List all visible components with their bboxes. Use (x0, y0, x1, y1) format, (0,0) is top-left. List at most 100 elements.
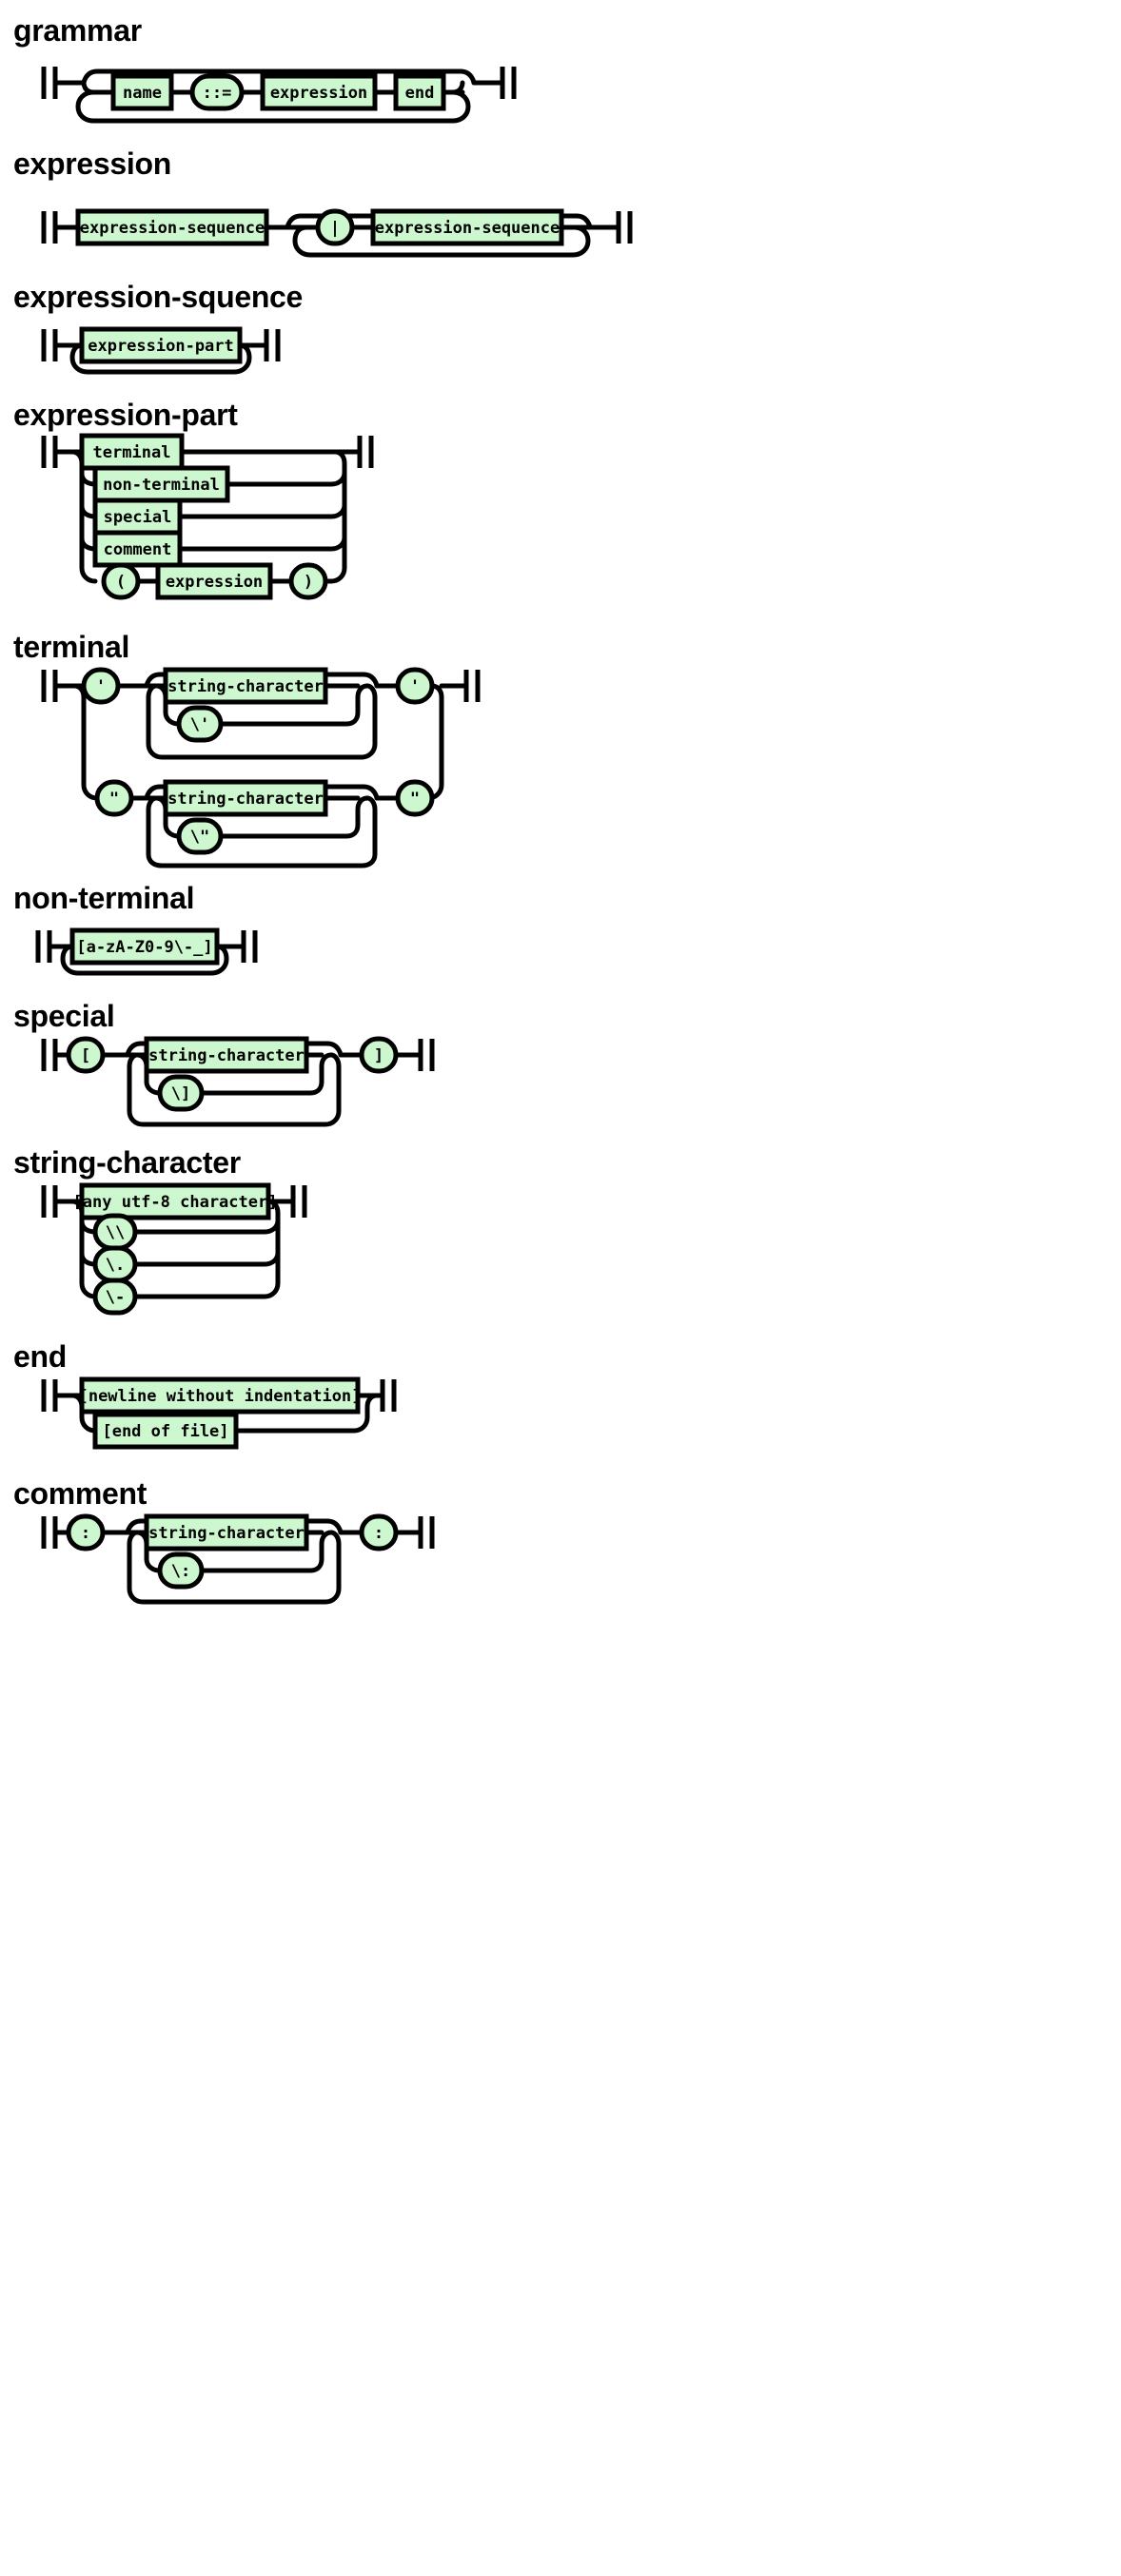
track-repeat-loop (127, 1052, 342, 1127)
end-endcap (418, 1516, 435, 1549)
diagram-terminal: ' string-character \' ' (0, 667, 1121, 868)
railroad-svg-terminal: ' string-character \' ' (41, 667, 481, 868)
node-string-character-label: string-character (148, 1046, 305, 1065)
rule-title-special: special (13, 999, 115, 1033)
node-quote-close-double[interactable] (395, 779, 435, 817)
node-quote-close-double-label: " (410, 790, 420, 809)
track-row2-join (233, 1393, 380, 1434)
node-expression-sequence-1-label: expression-sequence (80, 219, 265, 238)
node-escaped-backslash-label: \\ (106, 1223, 125, 1242)
node-non-terminal-label: non-terminal (103, 476, 220, 495)
railroad-svg-expression-squence: expression-part (41, 326, 281, 375)
node-escaped-rbracket-label: \] (171, 1084, 190, 1103)
track-branch-spine (69, 449, 98, 584)
railroad-svg-end: [newline without indentation] [end of fi… (41, 1376, 397, 1450)
node-lparen-label: ( (116, 573, 126, 592)
diagram-expression: expression-sequence | expression-sequenc… (0, 185, 1121, 266)
railroad-svg-expression: expression-sequence | expression-sequenc… (41, 208, 633, 258)
track-row2-out (225, 470, 347, 487)
track-choice-join (199, 1052, 334, 1096)
node-string-character[interactable] (144, 1513, 309, 1551)
rule-title-terminal: terminal (13, 630, 130, 664)
track-a1-choice-spine (153, 683, 182, 727)
rule-title-expression-squence: expression-squence (13, 280, 304, 314)
node-string-character-1[interactable] (163, 667, 328, 705)
diagram-expression-squence: expression-part (0, 318, 1121, 384)
node-end-of-file-label: [end of file] (102, 1422, 228, 1441)
node-comment-label: comment (104, 540, 172, 559)
node-assign-label: ::= (203, 84, 232, 103)
track-a2-repeat (146, 795, 378, 868)
railroad-svg-non-terminal: [a-zA-Z0-9\-_] (35, 927, 258, 976)
diagram-string-character: [any utf-8 character] \\ \. \- (0, 1182, 1121, 1326)
node-end[interactable] (393, 73, 446, 111)
track-choice-spine (134, 1052, 163, 1096)
track-join-spine (425, 683, 444, 801)
node-quote-close-single[interactable] (395, 667, 435, 705)
rule-title-grammar: grammar (13, 13, 142, 48)
end-endcap (380, 1379, 397, 1412)
railroad-svg-comment: : string-character \: : (41, 1513, 435, 1605)
track-a1-repeat (146, 683, 378, 760)
node-terminal-label: terminal (93, 443, 171, 462)
node-colon-open-label: : (81, 1524, 90, 1543)
rule-title-end: end (13, 1339, 67, 1374)
diagram-special: [ string-character \] ] (0, 1036, 1121, 1132)
diagram-grammar: name ::= expression end (0, 51, 1121, 133)
rule-expression: expression expression-sequence | express… (0, 133, 1121, 266)
end-endcap (264, 329, 281, 361)
rule-expression-squence: expression-squence expression-part (0, 266, 1121, 384)
node-expression-part[interactable] (79, 326, 243, 364)
node-end-label: end (405, 84, 435, 103)
end-endcap (418, 1039, 435, 1071)
node-escaped-double-quote-label: \" (190, 828, 209, 847)
node-expression-group-label: expression (166, 573, 263, 592)
rule-grammar: grammar n (0, 0, 1121, 133)
track-a2-choice-join (218, 795, 370, 839)
track-repeat-loop (69, 342, 252, 375)
track-repeat-loop (292, 224, 591, 258)
node-terminal[interactable] (79, 433, 185, 471)
node-lbracket-label: [ (81, 1046, 90, 1065)
node-string-character-1-label: string-character (167, 677, 324, 696)
rule-title-non-terminal: non-terminal (13, 881, 195, 915)
railroad-svg-string-character: [any utf-8 character] \\ \. \- (41, 1182, 307, 1316)
diagram-comment: : string-character \: : (0, 1513, 1121, 1619)
track-row4-out (177, 535, 347, 552)
track-alt-spine (71, 683, 100, 801)
node-escaped-dot-label: \. (106, 1256, 125, 1275)
node-string-character-label: string-character (148, 1524, 305, 1543)
rule-expression-part: expression-part terminal non-terminal (0, 384, 1121, 616)
node-newline-without-indentation[interactable] (79, 1376, 361, 1415)
track-choice-join (199, 1530, 334, 1573)
track-row2-out (132, 1218, 281, 1235)
diagram-expression-part: terminal non-terminal special comment (0, 433, 1121, 616)
node-rbracket-label: ] (374, 1046, 384, 1065)
track-a1-choice-join (218, 683, 370, 727)
node-expression-label: expression (270, 84, 367, 103)
node-expression-sequence-2-label: expression-sequence (375, 219, 560, 238)
node-name-label: name (123, 84, 162, 103)
track-repeat-loop (127, 1530, 342, 1605)
rule-comment: comment : string-character \: (0, 1463, 1121, 1619)
node-expression[interactable] (260, 73, 378, 111)
rule-title-comment: comment (13, 1476, 148, 1511)
node-newline-without-indentation-label: [newline without indentation] (79, 1387, 362, 1406)
node-end-of-file[interactable] (92, 1412, 239, 1450)
track-repeat-top (81, 68, 477, 86)
rule-terminal: terminal ' string-character (0, 616, 1121, 868)
track-repeat-loop (60, 944, 229, 976)
node-assign[interactable] (189, 73, 245, 111)
node-expression-part-label: expression-part (88, 337, 234, 356)
rule-title-expression: expression (13, 146, 171, 181)
node-any-utf8-label: [any utf-8 character] (73, 1193, 278, 1212)
node-escaped-dash-label: \- (106, 1288, 125, 1307)
node-rparen-label: ) (304, 573, 313, 592)
node-non-terminal[interactable] (92, 465, 230, 503)
end-endcap (616, 211, 633, 244)
track-a2-choice-spine (153, 795, 182, 839)
rule-non-terminal: non-terminal [a-zA-Z0-9\-_] (0, 868, 1121, 986)
end-endcap (463, 670, 481, 702)
node-name[interactable] (110, 73, 174, 111)
node-pipe-label: | (330, 219, 340, 238)
